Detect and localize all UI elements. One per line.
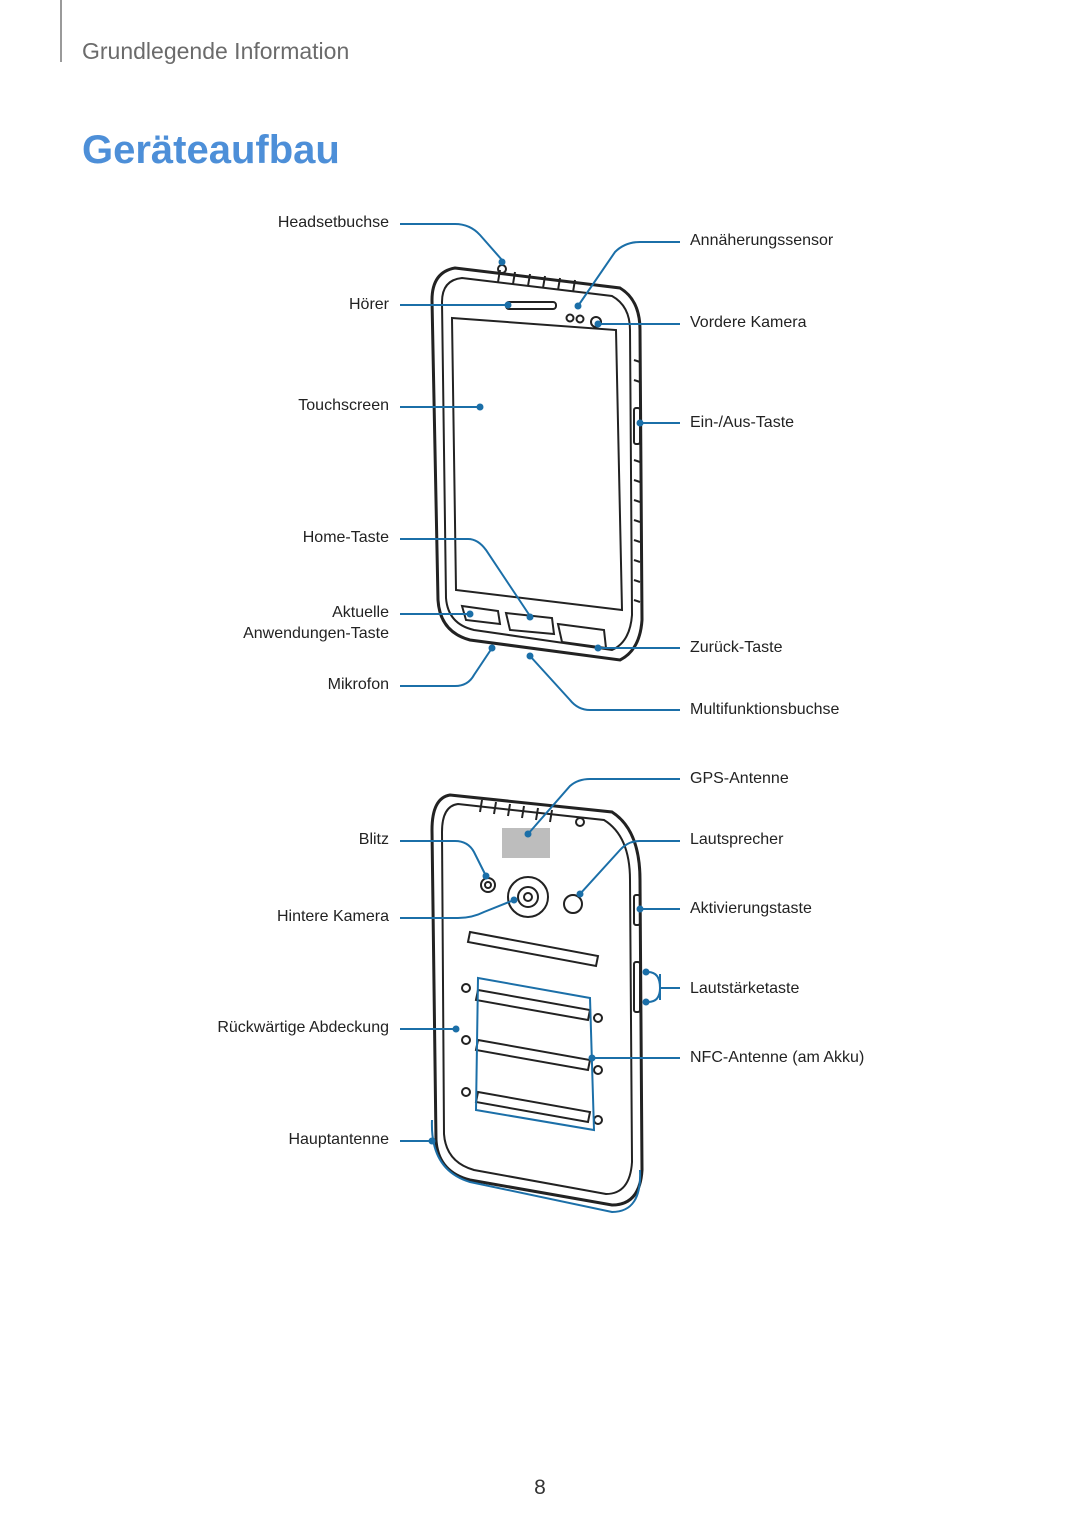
section-title: Grundlegende Information — [82, 38, 350, 64]
label-gps-antenna: GPS-Antenne — [690, 770, 789, 787]
label-back-cover: Rückwärtige Abdeckung — [217, 1019, 389, 1036]
rear-device-illustration — [430, 793, 644, 1207]
label-front-camera: Vordere Kamera — [690, 314, 807, 331]
callout-lines — [400, 223, 680, 1142]
callout-dots — [428, 258, 650, 1145]
label-rear-camera: Hintere Kamera — [276, 908, 389, 925]
page-number: 8 — [534, 1476, 546, 1499]
label-back-key: Zurück-Taste — [690, 639, 783, 656]
label-recent-apps-line2: Anwendungen-Taste — [243, 625, 389, 642]
label-home-key: Home-Taste — [302, 529, 389, 546]
header-rule — [60, 0, 62, 62]
label-flash: Blitz — [358, 831, 389, 848]
main-antenna-outline — [430, 1119, 642, 1214]
label-main-antenna: Hauptantenne — [288, 1131, 389, 1148]
label-proximity-sensor: Annäherungssensor — [690, 232, 834, 249]
label-earpiece: Hörer — [348, 296, 389, 313]
label-activation-key: Aktivierungstaste — [690, 900, 812, 917]
front-device-illustration — [430, 264, 644, 662]
label-recent-apps-line1: Aktuelle — [332, 604, 389, 621]
label-microphone: Mikrofon — [327, 676, 389, 693]
label-headset-jack: Headsetbuchse — [277, 214, 389, 231]
page-title: Geräteaufbau — [82, 128, 340, 172]
label-touchscreen: Touchscreen — [298, 397, 389, 414]
nfc-antenna-outline — [474, 976, 596, 1132]
label-volume-key: Lautstärketaste — [690, 980, 800, 997]
label-nfc-antenna: NFC-Antenne (am Akku) — [690, 1049, 865, 1066]
label-power-key: Ein-/Aus-Taste — [690, 414, 795, 431]
label-speaker: Lautsprecher — [690, 831, 784, 848]
label-multipurpose-jack: Multifunktionsbuchse — [690, 701, 840, 718]
